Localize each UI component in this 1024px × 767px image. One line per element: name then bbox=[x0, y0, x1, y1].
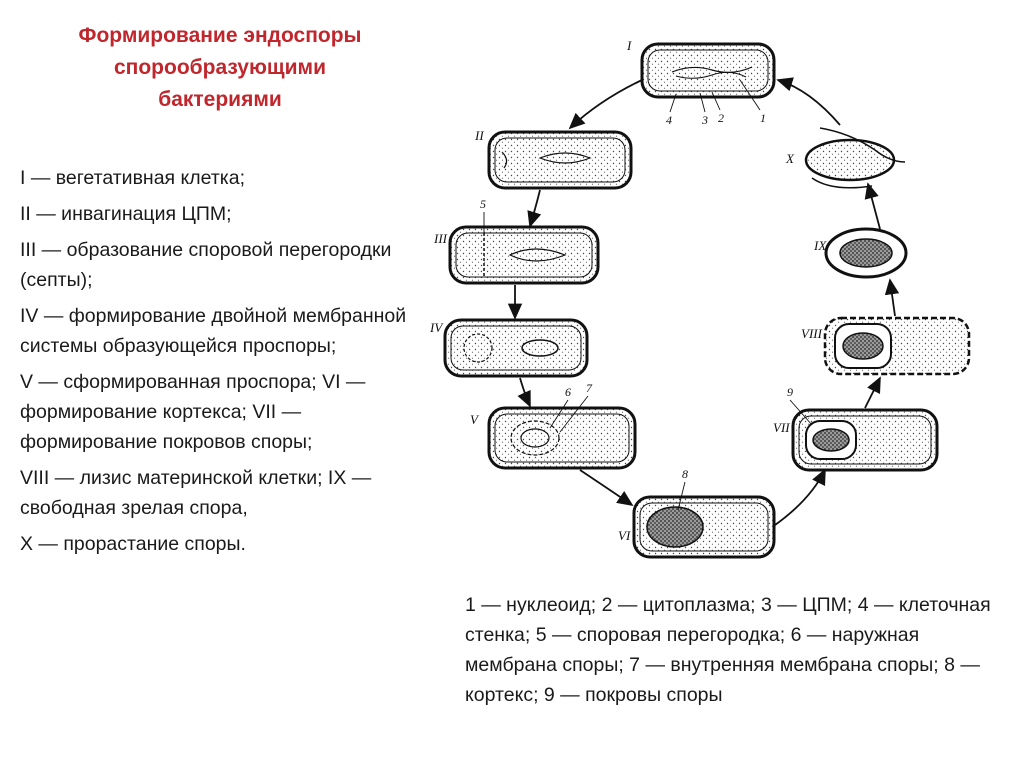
part-number: 7 bbox=[586, 381, 593, 395]
stage-list: I — вегетативная клетка; II — инвагинаци… bbox=[20, 163, 420, 565]
cell-stage-4 bbox=[443, 318, 589, 378]
stage-label: IV bbox=[429, 320, 444, 335]
stage-label: I bbox=[626, 38, 632, 53]
stage-label: III bbox=[433, 231, 448, 246]
part-number: 4 bbox=[666, 113, 672, 127]
cell-stage-7 bbox=[791, 408, 939, 472]
slide-title: Формирование эндоспоры спорообразующими … bbox=[30, 20, 410, 116]
part-number: 9 bbox=[787, 385, 793, 399]
part-leader-lines bbox=[483, 79, 813, 511]
part-number: 6 bbox=[565, 385, 571, 399]
cell-stage-1 bbox=[640, 42, 776, 99]
cell-stage-9 bbox=[824, 227, 908, 279]
part-numbers: 1 2 3 4 5 6 7 8 9 bbox=[480, 111, 793, 481]
cell-stage-2 bbox=[487, 130, 633, 190]
stage-item: II — инвагинация ЦПМ; bbox=[20, 203, 232, 225]
part-number: 1 bbox=[760, 111, 766, 125]
stage-item: III — образование споровой перегородки (… bbox=[20, 239, 392, 291]
cell-stage-8 bbox=[823, 316, 971, 376]
cycle-arrows bbox=[507, 77, 900, 526]
cell-stage-5 bbox=[487, 406, 637, 470]
title-line: спорообразующими bbox=[113, 56, 326, 79]
stage-label: VI bbox=[618, 528, 631, 543]
cell-stage-3 bbox=[448, 225, 600, 285]
stage-item: VIII — лизис материнской клетки; IX — св… bbox=[20, 467, 372, 519]
stage-label: VIII bbox=[801, 326, 823, 341]
title-line: Формирование эндоспоры bbox=[78, 24, 362, 47]
part-number: 5 bbox=[480, 197, 486, 211]
stage-item: IV — формирование двойной мембранной сис… bbox=[20, 305, 407, 357]
cell-stage-6 bbox=[632, 495, 776, 559]
stage-label: VII bbox=[773, 420, 790, 435]
part-number: 3 bbox=[701, 113, 708, 127]
cell-stage-10 bbox=[804, 127, 906, 189]
stage-item: X — прорастание споры. bbox=[20, 533, 246, 555]
stage-label: X bbox=[785, 151, 795, 166]
part-number: 2 bbox=[718, 111, 724, 125]
stage-label: IX bbox=[813, 238, 827, 253]
stage-labels: I II III IV V VI VII VIII IX X bbox=[429, 38, 827, 543]
stage-item: I — вегетативная клетка; bbox=[20, 167, 246, 189]
part-number: 8 bbox=[682, 467, 688, 481]
title-line: бактериями bbox=[158, 88, 282, 111]
stage-label: II bbox=[474, 128, 484, 143]
stage-label: V bbox=[470, 412, 480, 427]
diagram-legend: 1 — нуклеоид; 2 — цитоплазма; 3 — ЦПМ; 4… bbox=[465, 594, 991, 706]
stage-item: V — сформированная проспора; VI — формир… bbox=[20, 371, 366, 453]
